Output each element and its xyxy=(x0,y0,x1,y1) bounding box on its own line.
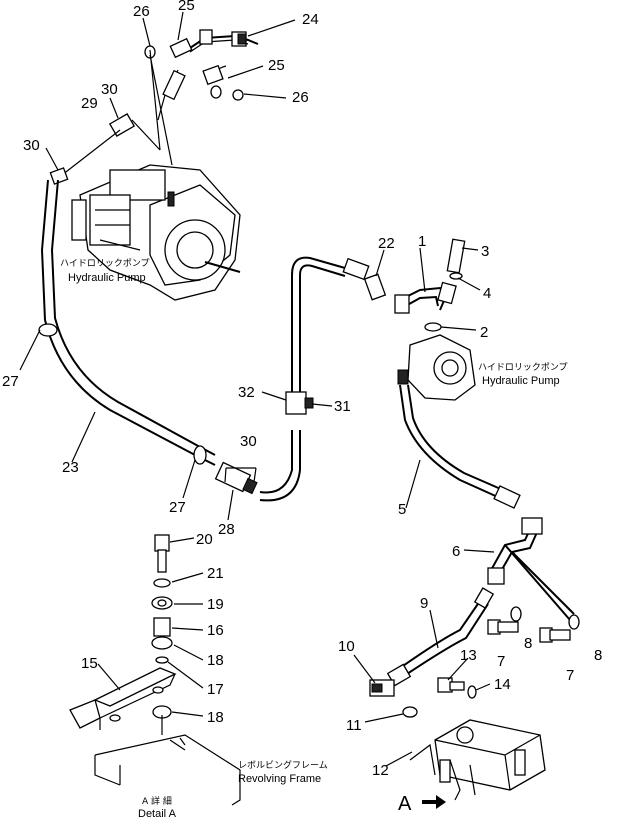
hose-23 xyxy=(38,179,258,495)
callout-25: 25 xyxy=(268,57,285,74)
callout-8-right: 8 xyxy=(594,647,602,664)
right-pump-label-jp: ハイドロリックポンプ xyxy=(478,362,568,373)
callout-17: 17 xyxy=(207,681,224,698)
callout-14: 14 xyxy=(494,676,511,693)
callout-9: 9 xyxy=(420,595,428,612)
callout-2: 2 xyxy=(480,324,488,341)
callout-30-top: 30 xyxy=(101,81,118,98)
right-pump-label-en: Hydraulic Pump xyxy=(482,375,560,387)
callout-27-left: 27 xyxy=(2,373,19,390)
callout-22: 22 xyxy=(378,235,395,252)
callout-27-bottom: 27 xyxy=(169,499,186,516)
view-arrow-icon xyxy=(422,795,446,809)
frame-label-en: Revolving Frame xyxy=(238,773,321,785)
revolving-frame-plate xyxy=(94,715,241,806)
callout-26-top: 26 xyxy=(133,3,150,20)
bolt-7-left xyxy=(487,606,522,635)
bolt-7-right xyxy=(539,614,580,643)
top-pipe-assembly xyxy=(144,29,259,166)
callout-30-left: 30 xyxy=(23,137,40,154)
valve-12 xyxy=(409,719,546,801)
frame-label-jp: レボルビングフレーム xyxy=(238,759,328,771)
callout-11: 11 xyxy=(346,717,362,734)
detail-label-jp: A 詳 細 xyxy=(142,795,172,807)
leader-lines xyxy=(19,11,495,767)
callout-23: 23 xyxy=(62,459,79,476)
callout-32: 32 xyxy=(238,384,255,401)
bracket-15 xyxy=(69,667,177,730)
callout-12: 12 xyxy=(372,762,389,779)
elbow-10 xyxy=(369,679,418,718)
callout-21: 21 xyxy=(207,565,224,582)
callout-19: 19 xyxy=(207,596,224,613)
left-hydraulic-pump xyxy=(71,164,241,301)
hose-5 xyxy=(399,384,521,509)
callout-25-top: 25 xyxy=(178,0,195,14)
callout-7-right: 7 xyxy=(566,667,574,684)
pump-inlet-fitting xyxy=(49,113,161,185)
callout-6: 6 xyxy=(452,543,460,560)
callout-16: 16 xyxy=(207,622,224,639)
callout-31: 31 xyxy=(334,398,351,415)
callout-7-left: 7 xyxy=(497,653,505,670)
callout-8-left: 8 xyxy=(524,635,532,652)
callout-10: 10 xyxy=(338,638,355,655)
right-pump-assembly xyxy=(394,238,476,401)
left-pump-label-en: Hydraulic Pump xyxy=(68,272,146,284)
callout-29: 29 xyxy=(81,95,98,112)
hose-9 xyxy=(386,587,495,687)
left-pump-label-jp: ハイドロリックポンプ xyxy=(60,258,150,269)
callout-4: 4 xyxy=(483,285,491,302)
callout-5: 5 xyxy=(398,501,406,518)
callout-3: 3 xyxy=(481,243,489,260)
bolt-13 xyxy=(437,677,477,699)
callout-18-bottom: 18 xyxy=(207,709,224,726)
callout-20: 20 xyxy=(196,531,213,548)
detail-a-bolt-stack xyxy=(151,534,173,719)
callout-15: 15 xyxy=(81,655,98,672)
pipe-6 xyxy=(487,517,575,621)
callout-24: 24 xyxy=(302,11,319,28)
callout-28: 28 xyxy=(218,521,235,538)
callout-1: 1 xyxy=(418,233,426,250)
callout-26: 26 xyxy=(292,89,309,106)
callout-18-top: 18 xyxy=(207,652,224,669)
detail-label-en: Detail A xyxy=(138,808,177,820)
view-letter-a: A xyxy=(398,793,412,815)
callout-30-bottom: 30 xyxy=(240,433,257,450)
callout-13: 13 xyxy=(460,647,477,664)
center-hose xyxy=(259,256,387,502)
